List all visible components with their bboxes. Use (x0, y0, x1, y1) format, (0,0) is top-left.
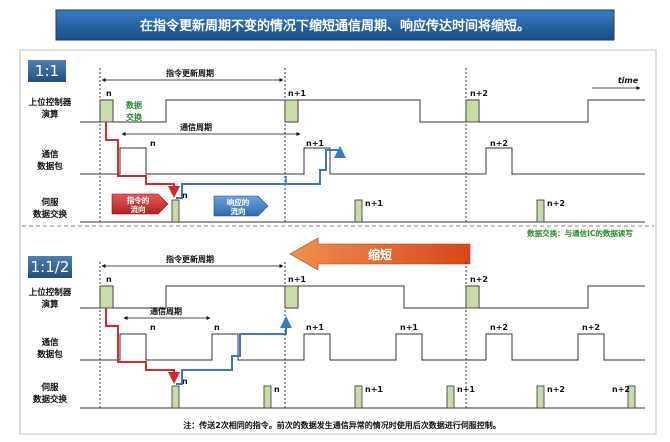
page-title: 在指令更新周期不变的情况下缩短通信周期、响应传达时间将缩短。 (140, 18, 530, 34)
waveform-comm-2 (80, 333, 645, 361)
cmd-period-label-2: 指令更新周期 (166, 254, 214, 264)
row-label-comm: 通信 (41, 149, 59, 160)
row-label-servo-2: 数据交换 (33, 209, 68, 220)
row-label-host-s2: 上位控制器 (29, 287, 72, 298)
row-label-servo: 伺服 (40, 197, 59, 208)
command-flow-callout: 指令的 流向 (111, 193, 169, 215)
tag-host-n2-2: n+2 (470, 275, 488, 284)
servo-pulse-n1-2b (446, 385, 455, 409)
waveform-comm-1 (80, 147, 645, 175)
shorten-arrow: 缩短 (289, 237, 471, 271)
row-label-servo-s2-2: 数据交换 (33, 394, 68, 405)
tag-servo-n1-2b: n+1 (457, 385, 475, 394)
servo-pulse-n1-2a (354, 385, 363, 409)
servo-pulse-n2-1 (536, 199, 545, 223)
tag-comm-n1-2a: n+1 (306, 323, 324, 332)
tag-host-n-2: n (106, 275, 112, 284)
host-exchange-pulse-n-2 (99, 285, 114, 309)
tag-comm-n2-2a: n+2 (490, 323, 508, 332)
tag-servo-n-2b: n (274, 385, 280, 394)
tag-comm-n1-1: n+1 (306, 139, 324, 148)
tag-servo-n-2a: n (182, 377, 188, 386)
tag-host-n-1: n (106, 89, 112, 98)
mode-label-1-1-2: 1:1/2 (31, 258, 70, 276)
footer-note: 注：传送2次相同的指令。前次的数据发生通信异常的情况时使用后次数据进行伺服控制。 (183, 420, 501, 430)
section-1-1: 1:1 上位控制器 演算 通信 数据包 伺服 数据交换 指令更新周期 time … (28, 60, 645, 223)
row-label-comm-s2: 通信 (41, 337, 59, 348)
mode-badge-1-1 (28, 60, 66, 82)
tag-servo-n2-1: n+2 (547, 199, 565, 208)
host-exchange-pulse-n2-2 (465, 285, 480, 309)
tag-comm-n2-2b: n+2 (582, 323, 600, 332)
row-label-comm-s2-2: 数据包 (37, 349, 63, 360)
tag-comm-n2-1: n+2 (490, 139, 508, 148)
tag-comm-n-2a: n (150, 323, 156, 332)
data-exchange-note: 数据交换：与通信IC的数据读写 (527, 228, 633, 238)
host-exchange-pulse-n1-2 (284, 285, 299, 309)
tag-host-n2-1: n+2 (470, 89, 488, 98)
comm-period-label-1: 通信周期 (180, 122, 212, 132)
mode-label-1-1: 1:1 (35, 62, 59, 80)
servo-pulse-n2-2a (536, 385, 545, 409)
tag-servo-n1-1: n+1 (365, 199, 383, 208)
tag-servo-n-1: n (182, 191, 188, 200)
shorten-label: 缩短 (368, 247, 392, 262)
response-flow-label-2: 流向 (231, 206, 246, 216)
diagram-frame (19, 49, 657, 435)
tag-comm-n1-2b: n+1 (400, 323, 418, 332)
data-exchange-label-2: 交换 (126, 112, 143, 122)
tag-servo-n1-2a: n+1 (365, 385, 383, 394)
title-banner: 在指令更新周期不变的情况下缩短通信周期、响应传达时间将缩短。 (55, 9, 615, 41)
waveform-host-2 (80, 285, 645, 309)
response-flow-label: 响应的 (227, 197, 250, 207)
row-label-servo-s2: 伺服 (40, 382, 59, 393)
servo-pulse-n2-2b (627, 385, 636, 409)
tag-host-n1-1: n+1 (288, 89, 306, 98)
time-label: time (618, 76, 639, 85)
host-exchange-pulse-n1-1 (284, 99, 299, 123)
command-flow-label-2: 流向 (131, 204, 146, 214)
tag-comm-n-1: n (150, 139, 156, 148)
row-label-host-2: 演算 (41, 109, 59, 120)
cmd-period-label-1: 指令更新周期 (166, 68, 214, 78)
row-label-host: 上位控制器 (29, 97, 72, 108)
data-exchange-label: 数据 (126, 100, 142, 110)
host-exchange-pulse-n2-1 (465, 99, 480, 123)
command-flow-arrow-2 (105, 308, 180, 384)
section-1-1-2: 1:1/2 上位控制器 演算 通信 数据包 伺服 数据交换 指令更新周期 n n… (28, 254, 645, 410)
host-exchange-pulse-n-1 (99, 99, 114, 123)
servo-pulse-n-2b (263, 385, 272, 409)
response-flow-arrow-1 (176, 146, 346, 199)
servo-pulse-n-2a (171, 385, 180, 409)
servo-pulse-n-1 (171, 199, 180, 223)
tag-host-n1-2: n+1 (288, 275, 306, 284)
tag-comm-n-2b: n (214, 323, 220, 332)
response-flow-arrow-2 (176, 316, 292, 385)
servo-pulse-n1-1 (354, 199, 363, 223)
comm-period-label-2: 通信周期 (150, 306, 182, 316)
row-label-host-s2-2: 演算 (41, 299, 59, 310)
waveform-host-1 (80, 99, 645, 123)
tag-servo-n2-2a: n+2 (547, 385, 565, 394)
response-flow-callout: 响应的 流向 (213, 195, 269, 217)
mode-badge-1-1-2 (28, 256, 72, 278)
command-flow-label: 指令的 (127, 195, 150, 205)
tag-servo-n2-2b: n+2 (612, 385, 630, 394)
row-label-comm-2: 数据包 (37, 161, 63, 172)
command-flow-arrow-1 (105, 122, 180, 198)
